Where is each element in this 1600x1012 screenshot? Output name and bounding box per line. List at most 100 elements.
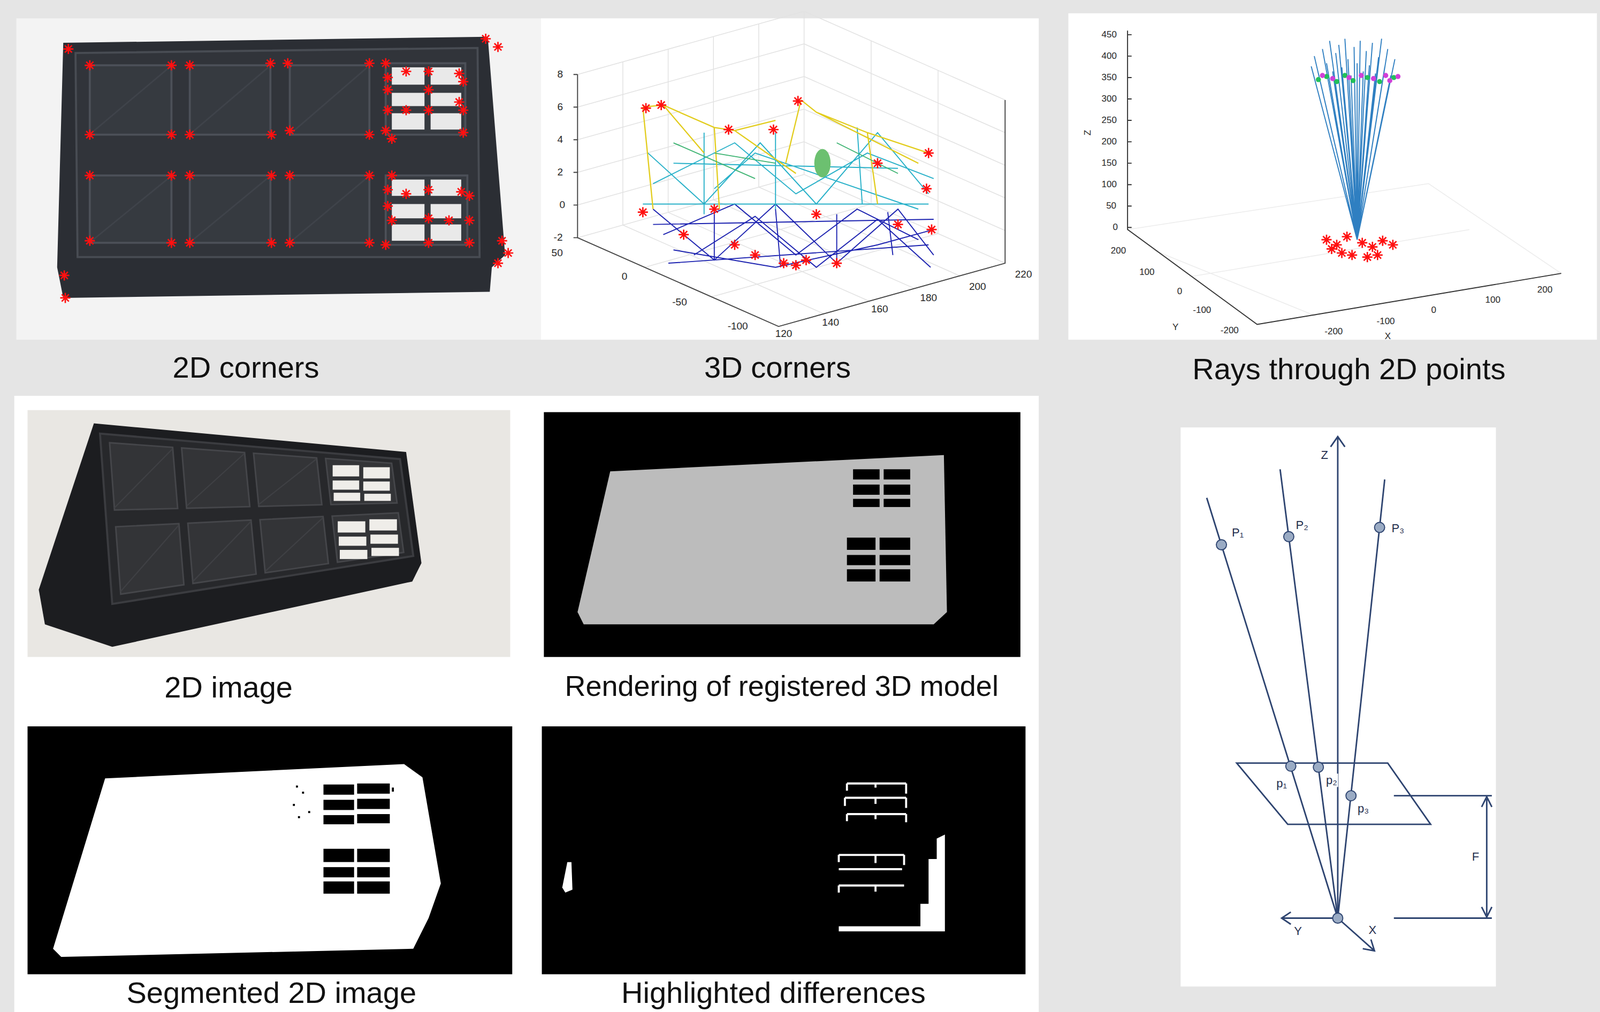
camera-model-part-part	[1285, 761, 1297, 772]
axis-label: Y	[1292, 925, 1304, 939]
tick-label: 50	[551, 247, 563, 259]
corners-2d-photo-part-part	[423, 213, 434, 224]
render-3d-part-part	[852, 469, 880, 480]
corners-3d-plot-part	[637, 95, 937, 271]
rays-plot-part-part	[1334, 79, 1340, 85]
tick-label: 450	[1101, 29, 1117, 41]
render-3d-part-part	[883, 499, 911, 508]
corners-2d-photo-part	[59, 33, 514, 304]
corners-2d-photo-part-part	[184, 237, 195, 248]
tick-label: 8	[557, 68, 564, 81]
tick-label: 50	[1106, 200, 1117, 212]
corners-2d-photo-part-part	[382, 201, 393, 212]
corners-3d-plot-part-part	[723, 124, 734, 135]
tick-label: 0	[621, 270, 628, 283]
corners-2d-photo-part-part	[382, 104, 393, 116]
tick-label: 100	[1101, 179, 1117, 190]
tick-label: 200	[1101, 136, 1117, 148]
corners-3d-plot-part-part	[656, 100, 667, 111]
tick-label: 100	[1139, 267, 1155, 278]
corners-2d-photo-part-part	[386, 170, 398, 181]
corners-2d-photo-part-part	[364, 170, 375, 181]
render-3d-part-part	[852, 484, 880, 495]
tick-label: -100	[727, 320, 749, 333]
photo-2d-part-part	[332, 480, 360, 490]
corners-2d-photo-part-part	[380, 125, 391, 136]
segmented-2d-part	[292, 783, 394, 895]
segmented-2d-part-part	[356, 814, 390, 824]
rays-plot-part-part	[1387, 78, 1393, 84]
corners-3d-plot-part-part	[790, 260, 802, 271]
photo-2d-part-part	[339, 550, 368, 560]
dimension-label: F	[1471, 850, 1481, 864]
corners-2d-photo-part	[391, 67, 462, 241]
axis-label: X	[1367, 924, 1378, 938]
photo-2d-part-part	[325, 458, 397, 505]
corners-2d-photo-part-part	[364, 129, 375, 140]
tick-label: 300	[1101, 93, 1117, 105]
camera-model	[1180, 427, 1496, 987]
corners-3d-plot-part-part	[811, 209, 822, 220]
rays-plot-part-part	[1127, 183, 1561, 317]
point-label: P₁	[1230, 526, 1245, 540]
corners-3d-plot-part-part	[750, 249, 761, 261]
corners-2d-photo-part-part	[266, 237, 277, 248]
corners-3d-plot-part-part	[678, 229, 689, 240]
photo-2d-part-part	[364, 493, 392, 501]
corners-2d-photo-part-part	[166, 129, 177, 140]
corners-2d-photo-part-part	[423, 237, 434, 248]
point-label: p₂	[1324, 773, 1339, 788]
camera-model-part-part	[1281, 912, 1338, 925]
axis-label: Y	[1172, 322, 1179, 333]
tick-label: 100	[1485, 294, 1501, 306]
corners-2d-photo-part-part	[503, 247, 514, 258]
corners-2d-photo-part-part	[84, 60, 95, 71]
segmented-2d-part-part	[308, 811, 311, 814]
caption: Rendering of registered 3D model	[564, 669, 998, 703]
render-3d-part-part	[879, 555, 911, 566]
tick-label: 140	[821, 316, 840, 329]
tick-label: 200	[1110, 245, 1126, 257]
corners-3d-plot-part-part	[778, 258, 789, 269]
rays-plot-part-part	[1364, 74, 1370, 81]
corners-3d-plot-part	[577, 11, 1005, 315]
corners-2d-photo-part-part	[184, 60, 195, 71]
corners-3d-plot-part	[652, 203, 934, 268]
axis-label: Z	[1319, 448, 1329, 462]
photo-2d-part	[100, 433, 414, 605]
corners-2d-photo-part-part	[423, 66, 434, 77]
tick-label: 6	[557, 101, 564, 113]
rays-plot-part-part	[1370, 75, 1377, 82]
corners-3d-plot-part-part	[923, 148, 934, 159]
corners-2d-photo-part	[89, 63, 468, 245]
point-label: p₃	[1356, 802, 1370, 817]
corners-2d-photo-part	[75, 48, 480, 258]
corners-2d-photo-part-part	[497, 235, 508, 247]
caption: Rays through 2D points	[1192, 352, 1506, 387]
corners-2d-photo-part-part	[391, 224, 425, 242]
tick-label: 220	[1015, 268, 1033, 281]
corners-2d-photo-part	[92, 67, 368, 241]
differences-map-part	[838, 855, 904, 894]
render-3d-part	[577, 455, 947, 626]
corners-2d-photo-part-part	[480, 33, 491, 44]
corners-3d-plot-part	[642, 100, 929, 210]
segmented-2d	[27, 726, 513, 975]
corners-3d-plot-part-part	[573, 74, 578, 238]
corners-2d-photo-part	[16, 18, 542, 340]
camera-model-part-part	[1345, 790, 1356, 802]
corners-2d-photo-part-part	[266, 170, 277, 181]
corners-2d-photo-part-part	[284, 125, 295, 136]
render-3d-part-part	[847, 537, 876, 551]
rays-plot-part	[1315, 72, 1397, 85]
corners-2d-photo-part-part	[284, 170, 295, 181]
corners-2d-photo-part-part	[443, 215, 454, 226]
camera-model-part-part	[1330, 436, 1346, 919]
tick-label: 250	[1101, 115, 1117, 126]
camera-model-part-part	[1283, 531, 1294, 543]
corners-2d-photo-part-part	[265, 58, 276, 69]
axis-label: Z	[1082, 130, 1094, 136]
rays-plot-part	[1311, 38, 1395, 240]
